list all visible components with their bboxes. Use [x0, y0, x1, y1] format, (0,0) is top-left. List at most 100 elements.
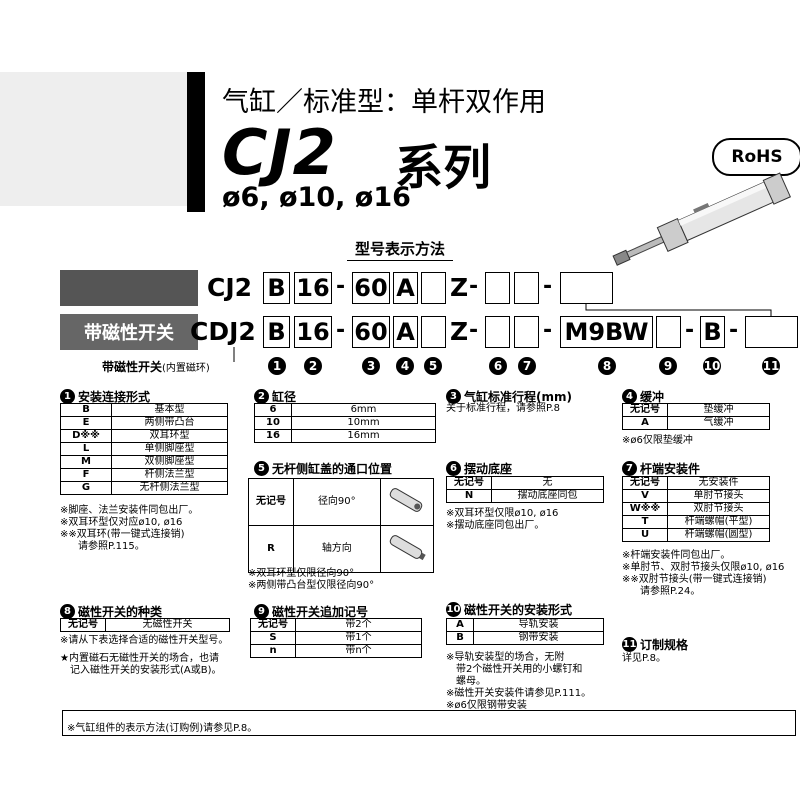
callout-6: 6 [489, 357, 507, 375]
row2-dash-1: - [336, 318, 346, 343]
section-10-note-5: ※ø6仅限钢带安装 [446, 700, 527, 711]
table-row: 无记号无磁性开关 [60, 618, 230, 632]
callout-7: 7 [518, 357, 536, 375]
magnetic-switch-note: 带磁性开关(内置磁环) [102, 360, 210, 374]
axial-port-illustration [389, 535, 426, 561]
header-black-bar [187, 72, 205, 212]
magnetic-model-label: 带磁性开关 [60, 314, 198, 350]
row1-z: Z [450, 273, 469, 302]
row1-prefix: CJ2 [207, 273, 253, 302]
section-10-note-1: ※导轨安装型的场合，无附 [446, 652, 565, 663]
row1-cushion-box: A [393, 272, 418, 304]
row1-dash-2: - [469, 274, 479, 299]
row1-dash-3: - [543, 274, 553, 299]
row2-switch-box: M9BW [560, 316, 653, 348]
code-connector-lines [233, 304, 772, 362]
callout-2: 2 [304, 357, 322, 375]
table-row: 无记号径向90° [248, 478, 435, 526]
section-7-note-4: 请参照P.24。 [640, 586, 701, 597]
row2-pivot-box [485, 316, 510, 348]
section-11-note: 详见P.8。 [622, 653, 667, 664]
callout-1: 1 [268, 357, 286, 375]
callout-8: 8 [598, 357, 616, 375]
section-10-note-2: 带2个磁性开关用的小螺钉和 [456, 664, 583, 675]
section-1-note-2: ※双耳环型仅对应ø10, ø16 [60, 517, 183, 528]
row2-made-to-order-box [745, 316, 798, 348]
model-code-title: 型号表示方法 [0, 238, 800, 261]
section-7-note-3: ※※双肘节接头(带一键式连接销) [622, 574, 767, 585]
section-6-note-2: ※摆动底座同包出厂。 [446, 520, 545, 531]
row2-prefix: CDJ2 [190, 317, 256, 346]
table-row: D※※双耳环型 [60, 429, 228, 443]
section-8-note-2: ★内置磁石无磁性开关的场合，也请 [60, 653, 219, 664]
row2-bore-box: 16 [294, 316, 332, 348]
section-8-note-1: ※请从下表选择合适的磁性开关型号。 [60, 635, 229, 646]
series-code: CJ2 [222, 116, 337, 189]
row1-port-box [421, 272, 446, 304]
callout-10: 10 [703, 357, 721, 375]
table-row: W※※双肘节接头 [622, 502, 770, 516]
row1-rod-end-box [514, 272, 539, 304]
table-row: 无记号无安装件 [622, 476, 770, 490]
row2-stroke-box: 60 [352, 316, 390, 348]
section-1-note-3: ※※双耳环(带一键式连接销) [60, 529, 185, 540]
standard-model-label [60, 270, 198, 306]
section-1-note-4: 请参照P.115。 [78, 541, 145, 552]
series-word: 系列 [395, 140, 492, 196]
section-5-note-2: ※两侧带凸台型仅限径向90° [248, 580, 375, 591]
cylinder-illustration [612, 172, 792, 266]
callout-3: 3 [362, 357, 380, 375]
row2-z: Z [450, 317, 469, 346]
section-10-note-3: 螺母。 [456, 676, 486, 687]
row2-dash-5: - [729, 318, 739, 343]
section-8-table: 无记号无磁性开关 [60, 618, 230, 632]
row1-pivot-box [485, 272, 510, 304]
row2-switch-qty-box [656, 316, 681, 348]
row2-switch-mount-box: B [700, 316, 725, 348]
section-5-note-1: ※双耳环型仅限径向90° [248, 568, 355, 579]
row2-dash-2: - [469, 318, 479, 343]
footer-note: ※气缸组件的表示方法(订购例)请参见P.8。 [62, 710, 796, 736]
row1-bore-box: 16 [294, 272, 332, 304]
row1-made-to-order-box [560, 272, 613, 304]
section-7-note-1: ※杆端安装件同包出厂。 [622, 550, 731, 561]
table-row: 无记号无 [446, 476, 604, 490]
section-3-note: 关于标准行程，请参照P.8 [446, 403, 561, 414]
header-grey-band [0, 72, 187, 206]
page-subtitle: 气缸／标准型：单杆双作用 [222, 87, 546, 118]
table-row: 无记号带2个 [250, 618, 422, 632]
section-10-note-4: ※磁性开关安装件请参见P.111。 [446, 688, 592, 699]
section-6-note-1: ※双耳环型仅限ø10, ø16 [446, 508, 559, 519]
callout-4: 4 [396, 357, 414, 375]
row2-dash-3: - [543, 318, 553, 343]
